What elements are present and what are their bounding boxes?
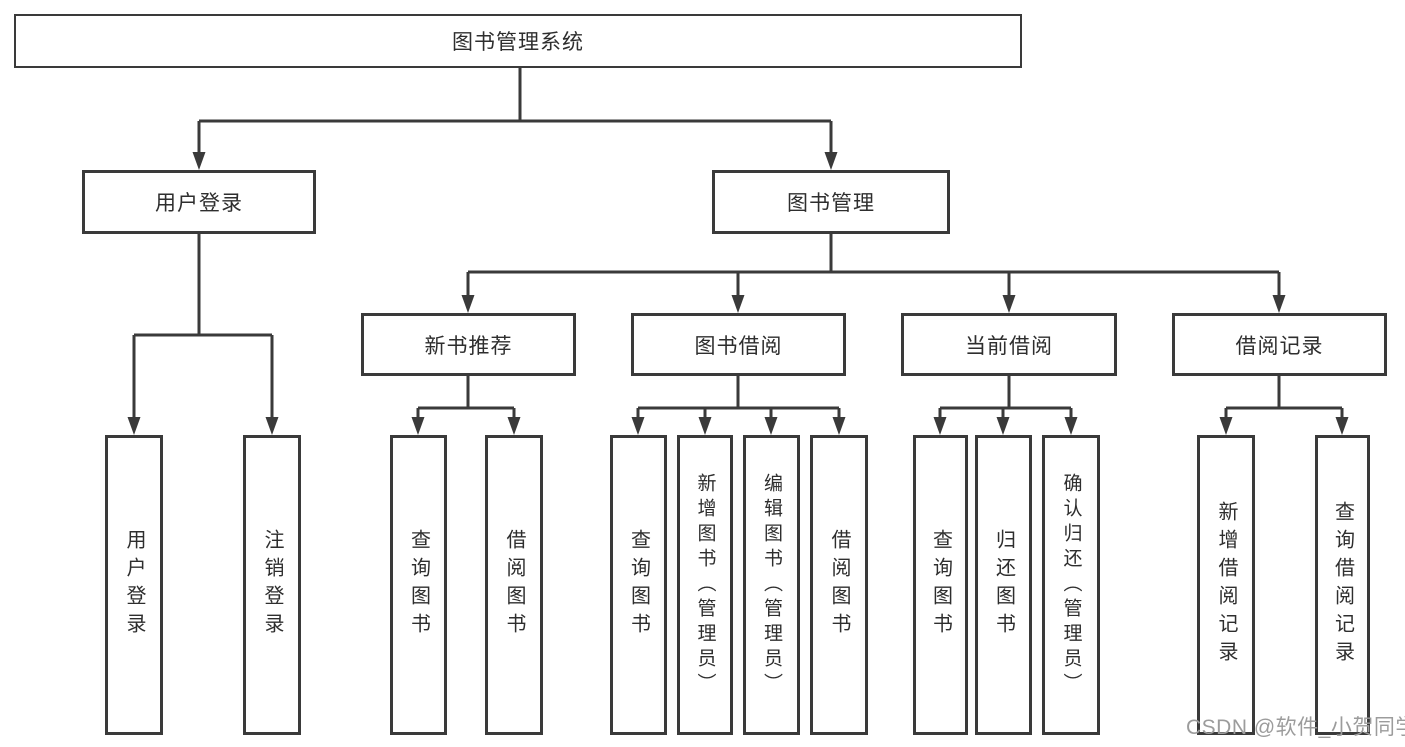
edge-new-book-recommend-to-leaves <box>411 376 521 435</box>
leaf-query-borrow-record: 查询借阅记录 <box>1315 435 1370 735</box>
node-book-management: 图书管理 <box>712 170 950 234</box>
edge-book-management-to-level3 <box>461 234 1286 313</box>
leaf-add-borrow-record: 新增借阅记录 <box>1197 435 1255 735</box>
leaf-query-books-recommend: 查询图书 <box>390 435 447 735</box>
leaf-return-book: 归还图书 <box>975 435 1032 735</box>
leaf-edit-book-admin: 编辑图书（管理员） <box>743 435 800 735</box>
leaf-borrow-books: 借阅图书 <box>810 435 868 735</box>
edge-user-login-to-leaves <box>127 234 279 435</box>
node-borrow-records: 借阅记录 <box>1172 313 1387 376</box>
node-new-book-recommend: 新书推荐 <box>361 313 576 376</box>
leaf-user-login: 用户登录 <box>105 435 163 735</box>
leaf-confirm-return-admin: 确认归还（管理员） <box>1042 435 1100 735</box>
leaf-query-books-current: 查询图书 <box>913 435 968 735</box>
node-root-system: 图书管理系统 <box>14 14 1022 68</box>
node-user-login: 用户登录 <box>82 170 316 234</box>
edge-root-to-level2 <box>192 68 838 170</box>
edge-book-borrow-to-leaves <box>631 376 846 435</box>
edge-borrow-records-to-leaves <box>1219 376 1349 435</box>
node-book-borrow: 图书借阅 <box>631 313 846 376</box>
leaf-query-books-borrow: 查询图书 <box>610 435 667 735</box>
csdn-watermark: CSDN @软件_小贺同学 <box>1186 716 1405 739</box>
leaf-add-book-admin: 新增图书（管理员） <box>677 435 733 735</box>
leaf-logout: 注销登录 <box>243 435 301 735</box>
edge-current-borrow-to-leaves <box>933 376 1078 435</box>
leaf-borrow-books-recommend: 借阅图书 <box>485 435 543 735</box>
node-current-borrow: 当前借阅 <box>901 313 1117 376</box>
